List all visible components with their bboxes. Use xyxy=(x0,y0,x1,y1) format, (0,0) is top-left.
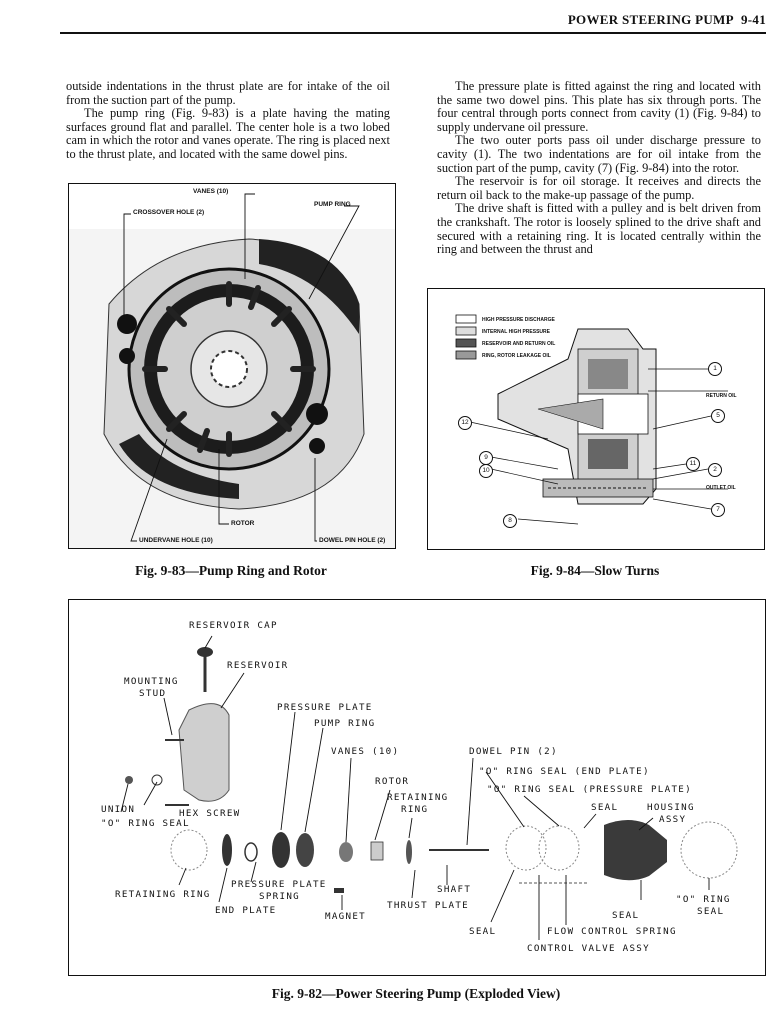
callout-7: 7 xyxy=(711,503,725,517)
rotor-label: ROTOR xyxy=(231,520,255,527)
page-number: 9-41 xyxy=(740,12,766,27)
control-valve-label: CONTROL VALVE ASSY xyxy=(527,943,650,954)
union-label: UNION xyxy=(101,804,136,815)
seal-right-label: SEAL xyxy=(612,910,640,921)
housing-label-1: HOUSING xyxy=(647,802,695,813)
seal-low-label: SEAL xyxy=(469,926,497,937)
pump-ring-label: PUMP RING xyxy=(314,201,351,208)
hex-screw-label: HEX SCREW xyxy=(179,808,241,819)
pump-ring-photo xyxy=(69,193,395,548)
magnet-label: MAGNET xyxy=(325,911,366,922)
dowel-pin-label: DOWEL PIN (2) xyxy=(469,746,558,757)
legend-leakage-oil: RING, ROTOR LEAKAGE OIL xyxy=(482,353,551,359)
vanes-label: VANES (10) xyxy=(331,746,400,757)
header-rule xyxy=(60,32,766,34)
flow-control-spring-label: FLOW CONTROL SPRING xyxy=(547,926,677,937)
return-oil-label: RETURN OIL xyxy=(706,393,737,399)
callout-8: 8 xyxy=(503,514,517,528)
retaining-label-1: RETAINING xyxy=(387,792,449,803)
paragraph: The drive shaft is fitted with a pulley … xyxy=(437,201,761,257)
oring-end-plate-label: "O" RING SEAL (END PLATE) xyxy=(479,766,650,777)
pressure-plate-spring-label-1: PRESSURE PLATE xyxy=(231,879,327,890)
callout-1: 1 xyxy=(708,362,722,376)
callout-10: 10 xyxy=(479,464,493,478)
figure-caption-9-83: Fig. 9-83—Pump Ring and Rotor xyxy=(135,563,327,578)
pressure-plate-spring-label-2: SPRING xyxy=(259,891,300,902)
oring-right-label-1: "O" RING xyxy=(676,894,731,905)
callout-12: 12 xyxy=(458,416,472,430)
oring-pressure-plate-label: "O" RING SEAL (PRESSURE PLATE) xyxy=(487,784,692,795)
oring-right-label-2: SEAL xyxy=(697,906,725,917)
callout-9: 9 xyxy=(479,451,493,465)
legend-internal-pressure: INTERNAL HIGH PRESSURE xyxy=(482,329,550,335)
dowel-pin-hole-label: DOWEL PIN HOLE (2) xyxy=(319,537,386,544)
legend-high-pressure: HIGH PRESSURE DISCHARGE xyxy=(482,317,555,323)
undervane-hole-label: UNDERVANE HOLE (10) xyxy=(139,537,213,544)
callout-2: 2 xyxy=(708,463,722,477)
crossover-hole-label: CROSSOVER HOLE (2) xyxy=(133,209,205,216)
header-title: POWER STEERING PUMP xyxy=(567,12,734,27)
page-header: POWER STEERING PUMP 9-41 xyxy=(60,12,766,28)
paragraph: The reservoir is for oil storage. It rec… xyxy=(437,174,761,202)
end-plate-label: END PLATE xyxy=(215,905,277,916)
thrust-plate-label: THRUST PLATE xyxy=(387,900,469,911)
figure-exploded-view: RESERVOIR CAP RESERVOIR MOUNTING STUD PR… xyxy=(68,599,766,976)
callout-11: 11 xyxy=(686,457,700,471)
mounting-stud-label-2: STUD xyxy=(139,688,167,699)
exploded-view-drawing xyxy=(120,635,738,940)
slow-turns-diagram xyxy=(455,314,728,525)
pressure-plate-label: PRESSURE PLATE xyxy=(277,702,373,713)
legend-reservoir-return: RESERVOIR AND RETURN OIL xyxy=(482,341,556,347)
reservoir-label: RESERVOIR xyxy=(227,660,289,671)
figure-caption-9-82: Fig. 9-82—Power Steering Pump (Exploded … xyxy=(271,986,561,1001)
rotor-label: ROTOR xyxy=(375,776,410,787)
outlet-oil-label: OUTLET OIL xyxy=(706,485,736,491)
shaft-label: SHAFT xyxy=(437,884,472,895)
retaining-label-2: RING xyxy=(401,804,429,815)
figure-pump-ring-rotor: VANES (10) PUMP RING CROSSOVER HOLE (2) … xyxy=(68,183,396,549)
pump-ring-label: PUMP RING xyxy=(314,718,376,729)
housing-label-2: ASSY xyxy=(659,814,687,825)
paragraph: The pressure plate is fitted against the… xyxy=(437,79,761,134)
retaining-ring-label: RETAINING RING xyxy=(115,889,211,900)
paragraph: outside indentations in the thrust plate… xyxy=(66,79,390,107)
left-text-column: outside indentations in the thrust plate… xyxy=(66,79,390,162)
seal-top-label: SEAL xyxy=(591,802,619,813)
paragraph: The pump ring (Fig. 9-83) is a plate hav… xyxy=(66,106,390,161)
oring-seal-label: "O" RING SEAL xyxy=(101,818,190,829)
callout-5: 5 xyxy=(711,409,725,423)
figure-slow-turns: HIGH PRESSURE DISCHARGE INTERNAL HIGH PR… xyxy=(427,288,765,550)
reservoir-cap-label: RESERVOIR CAP xyxy=(189,620,278,631)
figure-caption-9-84: Fig. 9-84—Slow Turns xyxy=(530,563,660,578)
paragraph: The two outer ports pass oil under disch… xyxy=(437,133,761,175)
vanes-label: VANES (10) xyxy=(193,188,229,195)
mounting-stud-label-1: MOUNTING xyxy=(124,676,179,687)
right-text-column: The pressure plate is fitted against the… xyxy=(437,79,761,257)
